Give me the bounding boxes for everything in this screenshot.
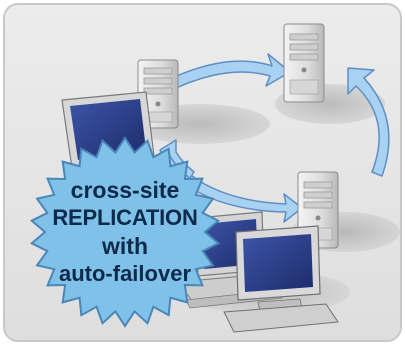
desktop-icon-front	[223, 225, 339, 333]
server-icon-top-right	[283, 23, 325, 103]
badge-line-4: auto-failover	[58, 261, 192, 286]
badge-line-2: REPLICATION	[52, 205, 198, 230]
starburst-badge-icon	[29, 136, 221, 328]
badge-line-3: with	[102, 233, 148, 259]
badge-line-1: cross-site	[70, 177, 180, 203]
badge-label: cross-site REPLICATION with auto-failove…	[40, 176, 210, 288]
